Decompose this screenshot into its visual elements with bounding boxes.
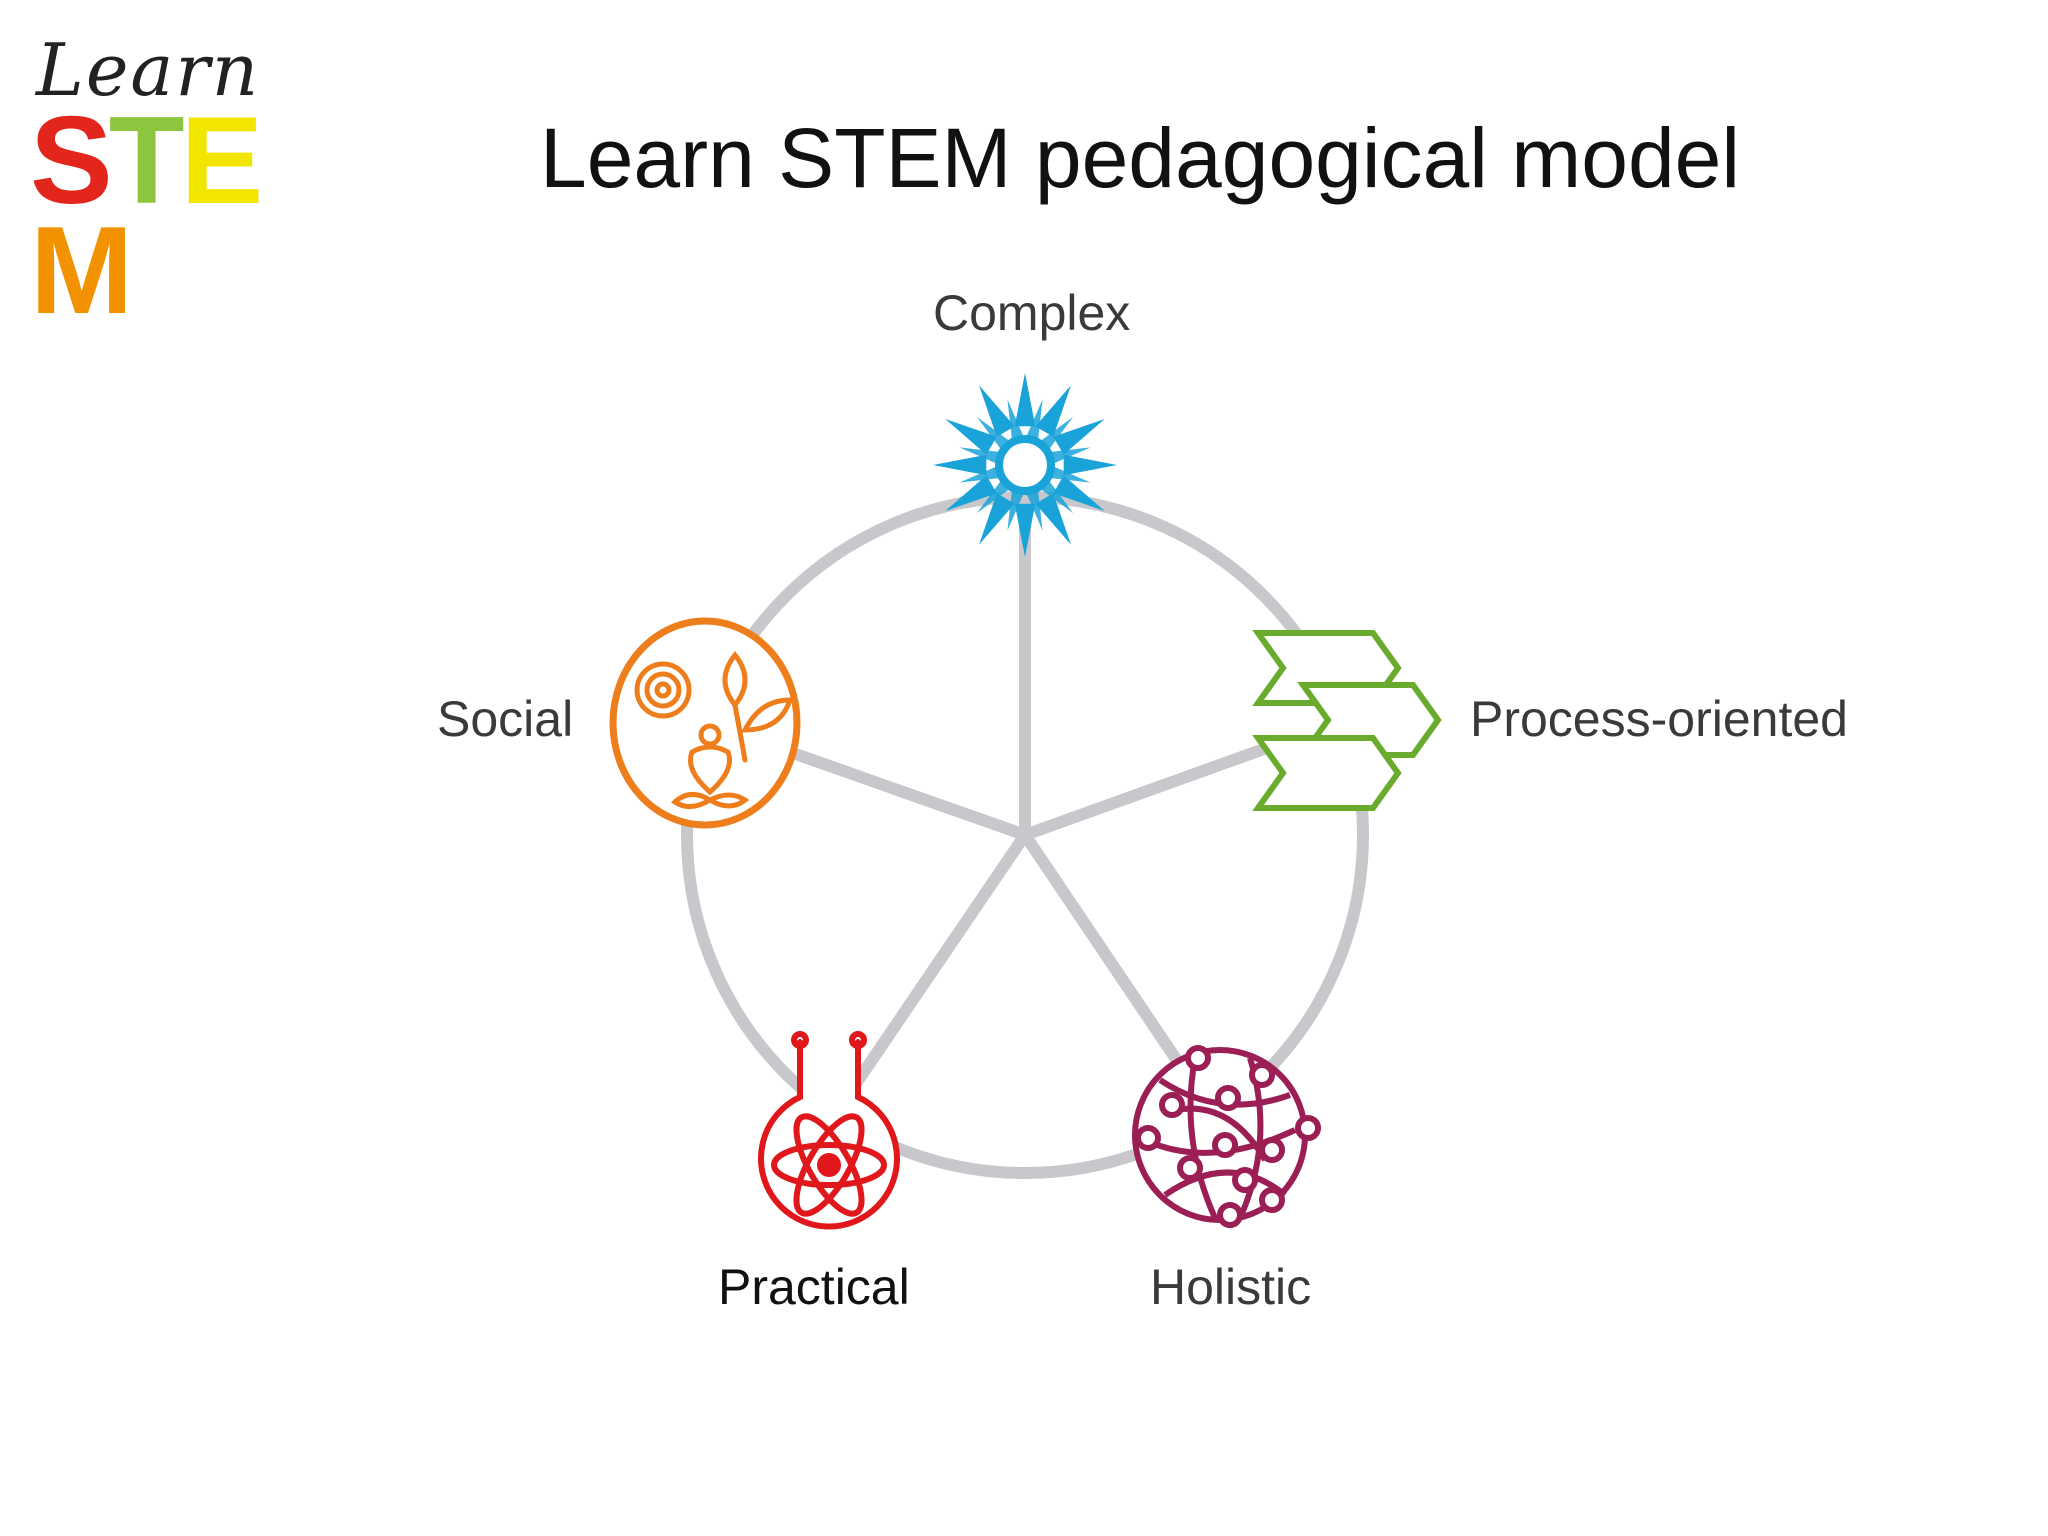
logo-letter-t: T (108, 92, 185, 230)
mandala-petal (1053, 475, 1105, 511)
flask-lip-right (849, 1031, 867, 1049)
label-practical: Practical (718, 1259, 910, 1315)
social-heart (688, 744, 732, 796)
spoke-holistic (1020, 831, 1185, 1069)
wellbeing-circle-icon (609, 617, 801, 829)
chevron-bottom (1252, 735, 1402, 811)
globe-node (1217, 1202, 1243, 1228)
atom-orbit-3 (793, 1113, 865, 1217)
spoke-social (788, 746, 1027, 841)
mandala-petal (1014, 503, 1036, 557)
globe-node (1185, 1045, 1211, 1071)
mandala-inner-petal (1026, 399, 1043, 441)
globe-node (1232, 1167, 1258, 1193)
label-complex: Complex (933, 285, 1131, 341)
mandala-inner-petal (1040, 416, 1074, 450)
mandala-inner-petal (976, 480, 1010, 514)
globe-node (1135, 1125, 1161, 1151)
flask-lip-left (791, 1031, 809, 1049)
mandala-inner-petal (959, 447, 1001, 464)
mandala-petal (979, 493, 1015, 545)
mandala-icon (933, 373, 1117, 557)
mandala-inner-petal (959, 466, 1001, 483)
globe-node (1159, 1092, 1185, 1118)
chevron-arrows-icon (1252, 630, 1442, 811)
label-process-oriented: Process-oriented (1470, 691, 1848, 747)
network-globe-icon (1132, 1045, 1321, 1228)
logo-letter-s: S (30, 92, 113, 230)
logo-stem-text: STEM (30, 92, 320, 333)
page-title: Learn STEM pedagogical model (540, 111, 1741, 205)
mandala-inner-petal (1007, 399, 1024, 441)
mandala-petal (1014, 373, 1036, 427)
label-holistic: Holistic (1150, 1259, 1312, 1315)
mandala-inner-petal (1026, 489, 1043, 531)
mandala-inner-petal (1049, 447, 1091, 464)
social-infinity (670, 792, 750, 809)
mandala-inner-petal (976, 416, 1010, 450)
atom-orbit-2 (793, 1113, 865, 1217)
logo-learn-text: Learn (36, 28, 261, 112)
mandala-inner-petal (1007, 489, 1024, 531)
globe-nodes (1135, 1045, 1321, 1228)
globe-node (1215, 1085, 1241, 1111)
mandala-petal (1035, 385, 1071, 437)
mandala-petal (1063, 454, 1117, 476)
globe-node (1295, 1115, 1321, 1141)
globe-node (1259, 1137, 1285, 1163)
globe-node (1259, 1187, 1285, 1213)
mandala-petal (979, 385, 1015, 437)
mandala-petal (933, 454, 987, 476)
spoke-practical (850, 831, 1030, 1089)
globe-node (1212, 1132, 1238, 1158)
mandala-petal (1035, 493, 1071, 545)
learn-stem-logo: Learn STEM (30, 28, 320, 333)
atom-orbit-1 (771, 1142, 887, 1188)
label-social: Social (437, 691, 574, 747)
mandala-petal (945, 419, 997, 455)
mandala-inner-petal (1040, 480, 1074, 514)
social-leaves (722, 650, 794, 763)
social-sun-inner (644, 671, 682, 709)
atom-nucleus (817, 1153, 841, 1177)
mandala-petal (1053, 419, 1105, 455)
spoke-process (1022, 739, 1278, 841)
mandala-center (1011, 451, 1039, 479)
logo-letter-m: M (30, 202, 133, 340)
globe-node (1177, 1155, 1203, 1181)
mandala-inner-petal (1049, 466, 1091, 483)
social-person-head (698, 723, 722, 747)
social-sun-core (654, 681, 672, 699)
social-sun-ring (634, 661, 692, 719)
globe-node (1249, 1062, 1275, 1088)
mandala-petal (945, 475, 997, 511)
atom-flask-icon (758, 1031, 900, 1230)
logo-letter-e: E (180, 92, 263, 230)
